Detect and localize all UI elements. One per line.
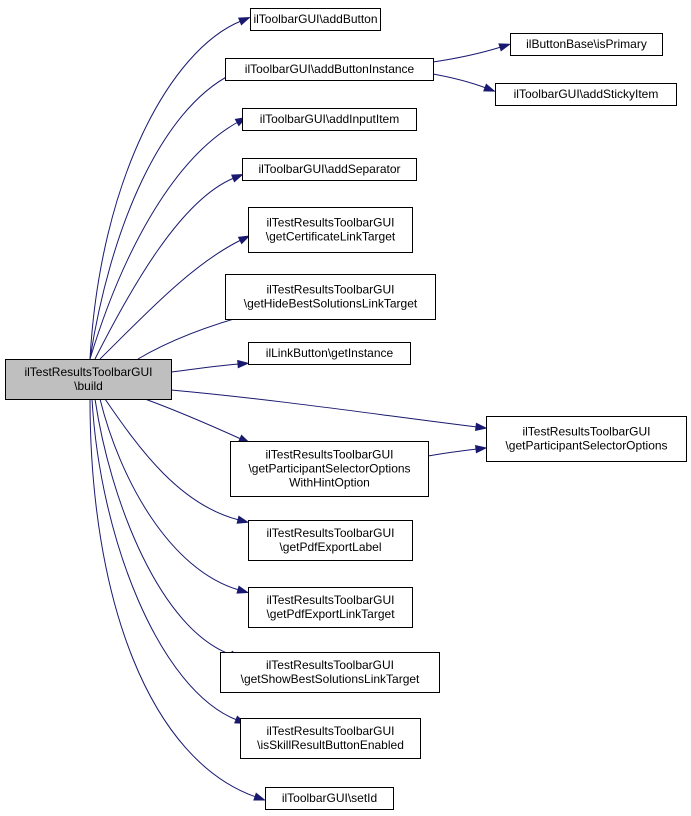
edge-build-to-addInputItem xyxy=(89,121,239,360)
arrowhead-addButton xyxy=(238,17,251,26)
node-label-line: ilTestResultsToolbarGUI xyxy=(265,448,393,462)
edge-build-to-getPdfExportLinkTarget xyxy=(99,398,240,591)
node-addButtonInstance[interactable]: ilToolbarGUI\addButtonInstance xyxy=(225,58,434,81)
edge-build-to-getParticipantSelectorOptions xyxy=(170,389,478,428)
node-label-line: ilToolbarGUI\addButtonInstance xyxy=(245,62,415,76)
node-box xyxy=(230,441,429,497)
edge-build-to-getCertificateLinkTarget xyxy=(99,239,242,360)
edge-build-to-getPdfExportLabel xyxy=(104,398,240,521)
edge-getParticipantSelectorOptionsWithHintOption-to-getParticipantSelectorOptions xyxy=(427,448,478,457)
node-getParticipantSelectorOptions[interactable]: ilTestResultsToolbarGUI\getParticipantSe… xyxy=(486,416,687,462)
node-getPdfExportLabel[interactable]: ilTestResultsToolbarGUI\getPdfExportLabe… xyxy=(248,520,413,561)
node-label-line: \getPdfExportLabel xyxy=(279,540,381,554)
node-box xyxy=(248,520,413,561)
arrowhead-isPrimary xyxy=(498,43,512,52)
node-box xyxy=(495,83,677,106)
node-getParticipantSelectorOptionsWithHintOption[interactable]: ilTestResultsToolbarGUI\getParticipantSe… xyxy=(230,441,429,497)
node-label-line: ilTestResultsToolbarGUI xyxy=(266,593,394,607)
node-label-line: \isSkillResultButtonEnabled xyxy=(257,738,404,752)
node-box xyxy=(248,207,413,253)
arrowhead-getParticipantSelectorOptions xyxy=(474,422,488,431)
arrowhead-getCertificateLinkTarget xyxy=(237,235,251,245)
node-label-line: ilTestResultsToolbarGUI xyxy=(266,216,394,230)
node-label-line: \getShowBestSolutionsLinkTarget xyxy=(241,672,420,686)
node-label-line: \build xyxy=(74,379,103,393)
node-box xyxy=(248,587,413,628)
node-getCertificateLinkTarget[interactable]: ilTestResultsToolbarGUI\getCertificateLi… xyxy=(248,207,413,253)
node-getPdfExportLinkTarget[interactable]: ilTestResultsToolbarGUI\getPdfExportLink… xyxy=(248,587,413,628)
edge-build-to-addButton xyxy=(89,20,242,360)
node-addSeparator[interactable]: ilToolbarGUI\addSeparator xyxy=(242,158,417,181)
arrowhead-getParticipantSelectorOptions xyxy=(475,444,488,454)
node-label-line: \getHideBestSolutionsLinkTarget xyxy=(244,297,418,311)
arrowhead-addStickyItem xyxy=(483,83,496,92)
node-label-line: ilTestResultsToolbarGUI xyxy=(266,283,394,297)
edge-build-to-getParticipantSelectorOptionsWithHintOption xyxy=(144,398,242,440)
node-label-line: ilButtonBase\isPrimary xyxy=(526,37,647,51)
node-addButton[interactable]: ilToolbarGUI\addButton xyxy=(250,8,381,31)
node-label-line: ilTestResultsToolbarGUI xyxy=(266,658,394,672)
node-addInputItem[interactable]: ilToolbarGUI\addInputItem xyxy=(242,108,417,131)
node-label-line: WithHintOption xyxy=(289,476,370,490)
node-label-line: ilToolbarGUI\setId xyxy=(282,791,377,805)
node-addStickyItem[interactable]: ilToolbarGUI\addStickyItem xyxy=(495,83,677,106)
node-label-line: ilLinkButton\getInstance xyxy=(266,346,394,360)
node-label-line: \getParticipantSelectorOptions xyxy=(248,462,410,476)
arrowhead-getPdfExportLabel xyxy=(236,515,250,524)
node-box xyxy=(225,58,434,81)
arrowhead-getPdfExportLinkTarget xyxy=(236,585,250,594)
node-box xyxy=(250,8,381,31)
node-label-line: ilTestResultsToolbarGUI xyxy=(266,526,394,540)
node-isPrimary[interactable]: ilButtonBase\isPrimary xyxy=(510,33,663,56)
node-isSkillResultButtonEnabled[interactable]: ilTestResultsToolbarGUI\isSkillResultBut… xyxy=(240,718,421,759)
node-label-line: ilTestResultsToolbarGUI xyxy=(24,365,152,379)
node-getInstance[interactable]: ilLinkButton\getInstance xyxy=(248,342,411,365)
arrowhead-getInstance xyxy=(237,359,250,369)
edge-addButtonInstance-to-addStickyItem xyxy=(432,73,487,89)
edge-build-to-getInstance xyxy=(170,363,240,373)
node-label-line: ilToolbarGUI\addSeparator xyxy=(258,162,400,176)
edge-build-to-isSkillResultButtonEnabled xyxy=(91,398,238,721)
arrowhead-addSeparator xyxy=(231,174,244,183)
node-label-line: ilTestResultsToolbarGUI xyxy=(522,425,650,439)
node-box xyxy=(240,718,421,759)
node-box xyxy=(486,416,687,462)
node-label-line: ilToolbarGUI\addButton xyxy=(253,12,377,26)
node-getHideBestSolutionsLinkTarget[interactable]: ilTestResultsToolbarGUI\getHideBestSolut… xyxy=(225,274,436,320)
root-node-build[interactable]: ilTestResultsToolbarGUI\build xyxy=(5,359,172,400)
node-label-line: ilToolbarGUI\addInputItem xyxy=(260,112,399,126)
nodes-layer: ilTestResultsToolbarGUI\buildilToolbarGU… xyxy=(5,8,687,810)
node-label-line: \getPdfExportLinkTarget xyxy=(266,607,395,621)
node-box xyxy=(5,359,172,400)
node-getShowBestSolutionsLinkTarget[interactable]: ilTestResultsToolbarGUI\getShowBestSolut… xyxy=(220,652,440,693)
edge-build-to-getShowBestSolutionsLinkTarget xyxy=(94,398,233,656)
node-box xyxy=(242,158,417,181)
edge-addButtonInstance-to-isPrimary xyxy=(432,46,502,63)
arrowhead-setId xyxy=(253,792,266,801)
node-box xyxy=(510,33,663,56)
node-label-line: ilTestResultsToolbarGUI xyxy=(266,724,394,738)
node-box xyxy=(225,274,436,320)
node-box xyxy=(265,787,394,810)
node-label-line: \getParticipantSelectorOptions xyxy=(505,439,667,453)
node-setId[interactable]: ilToolbarGUI\setId xyxy=(265,787,394,810)
node-label-line: ilToolbarGUI\addStickyItem xyxy=(514,87,659,101)
edge-build-to-setId xyxy=(89,398,257,798)
edge-build-to-addButtonInstance xyxy=(89,73,233,360)
node-box xyxy=(220,652,440,693)
node-box xyxy=(248,342,411,365)
node-label-line: \getCertificateLinkTarget xyxy=(266,230,396,244)
node-box xyxy=(242,108,417,131)
edges-layer xyxy=(89,17,512,801)
edge-build-to-addSeparator xyxy=(94,177,235,360)
